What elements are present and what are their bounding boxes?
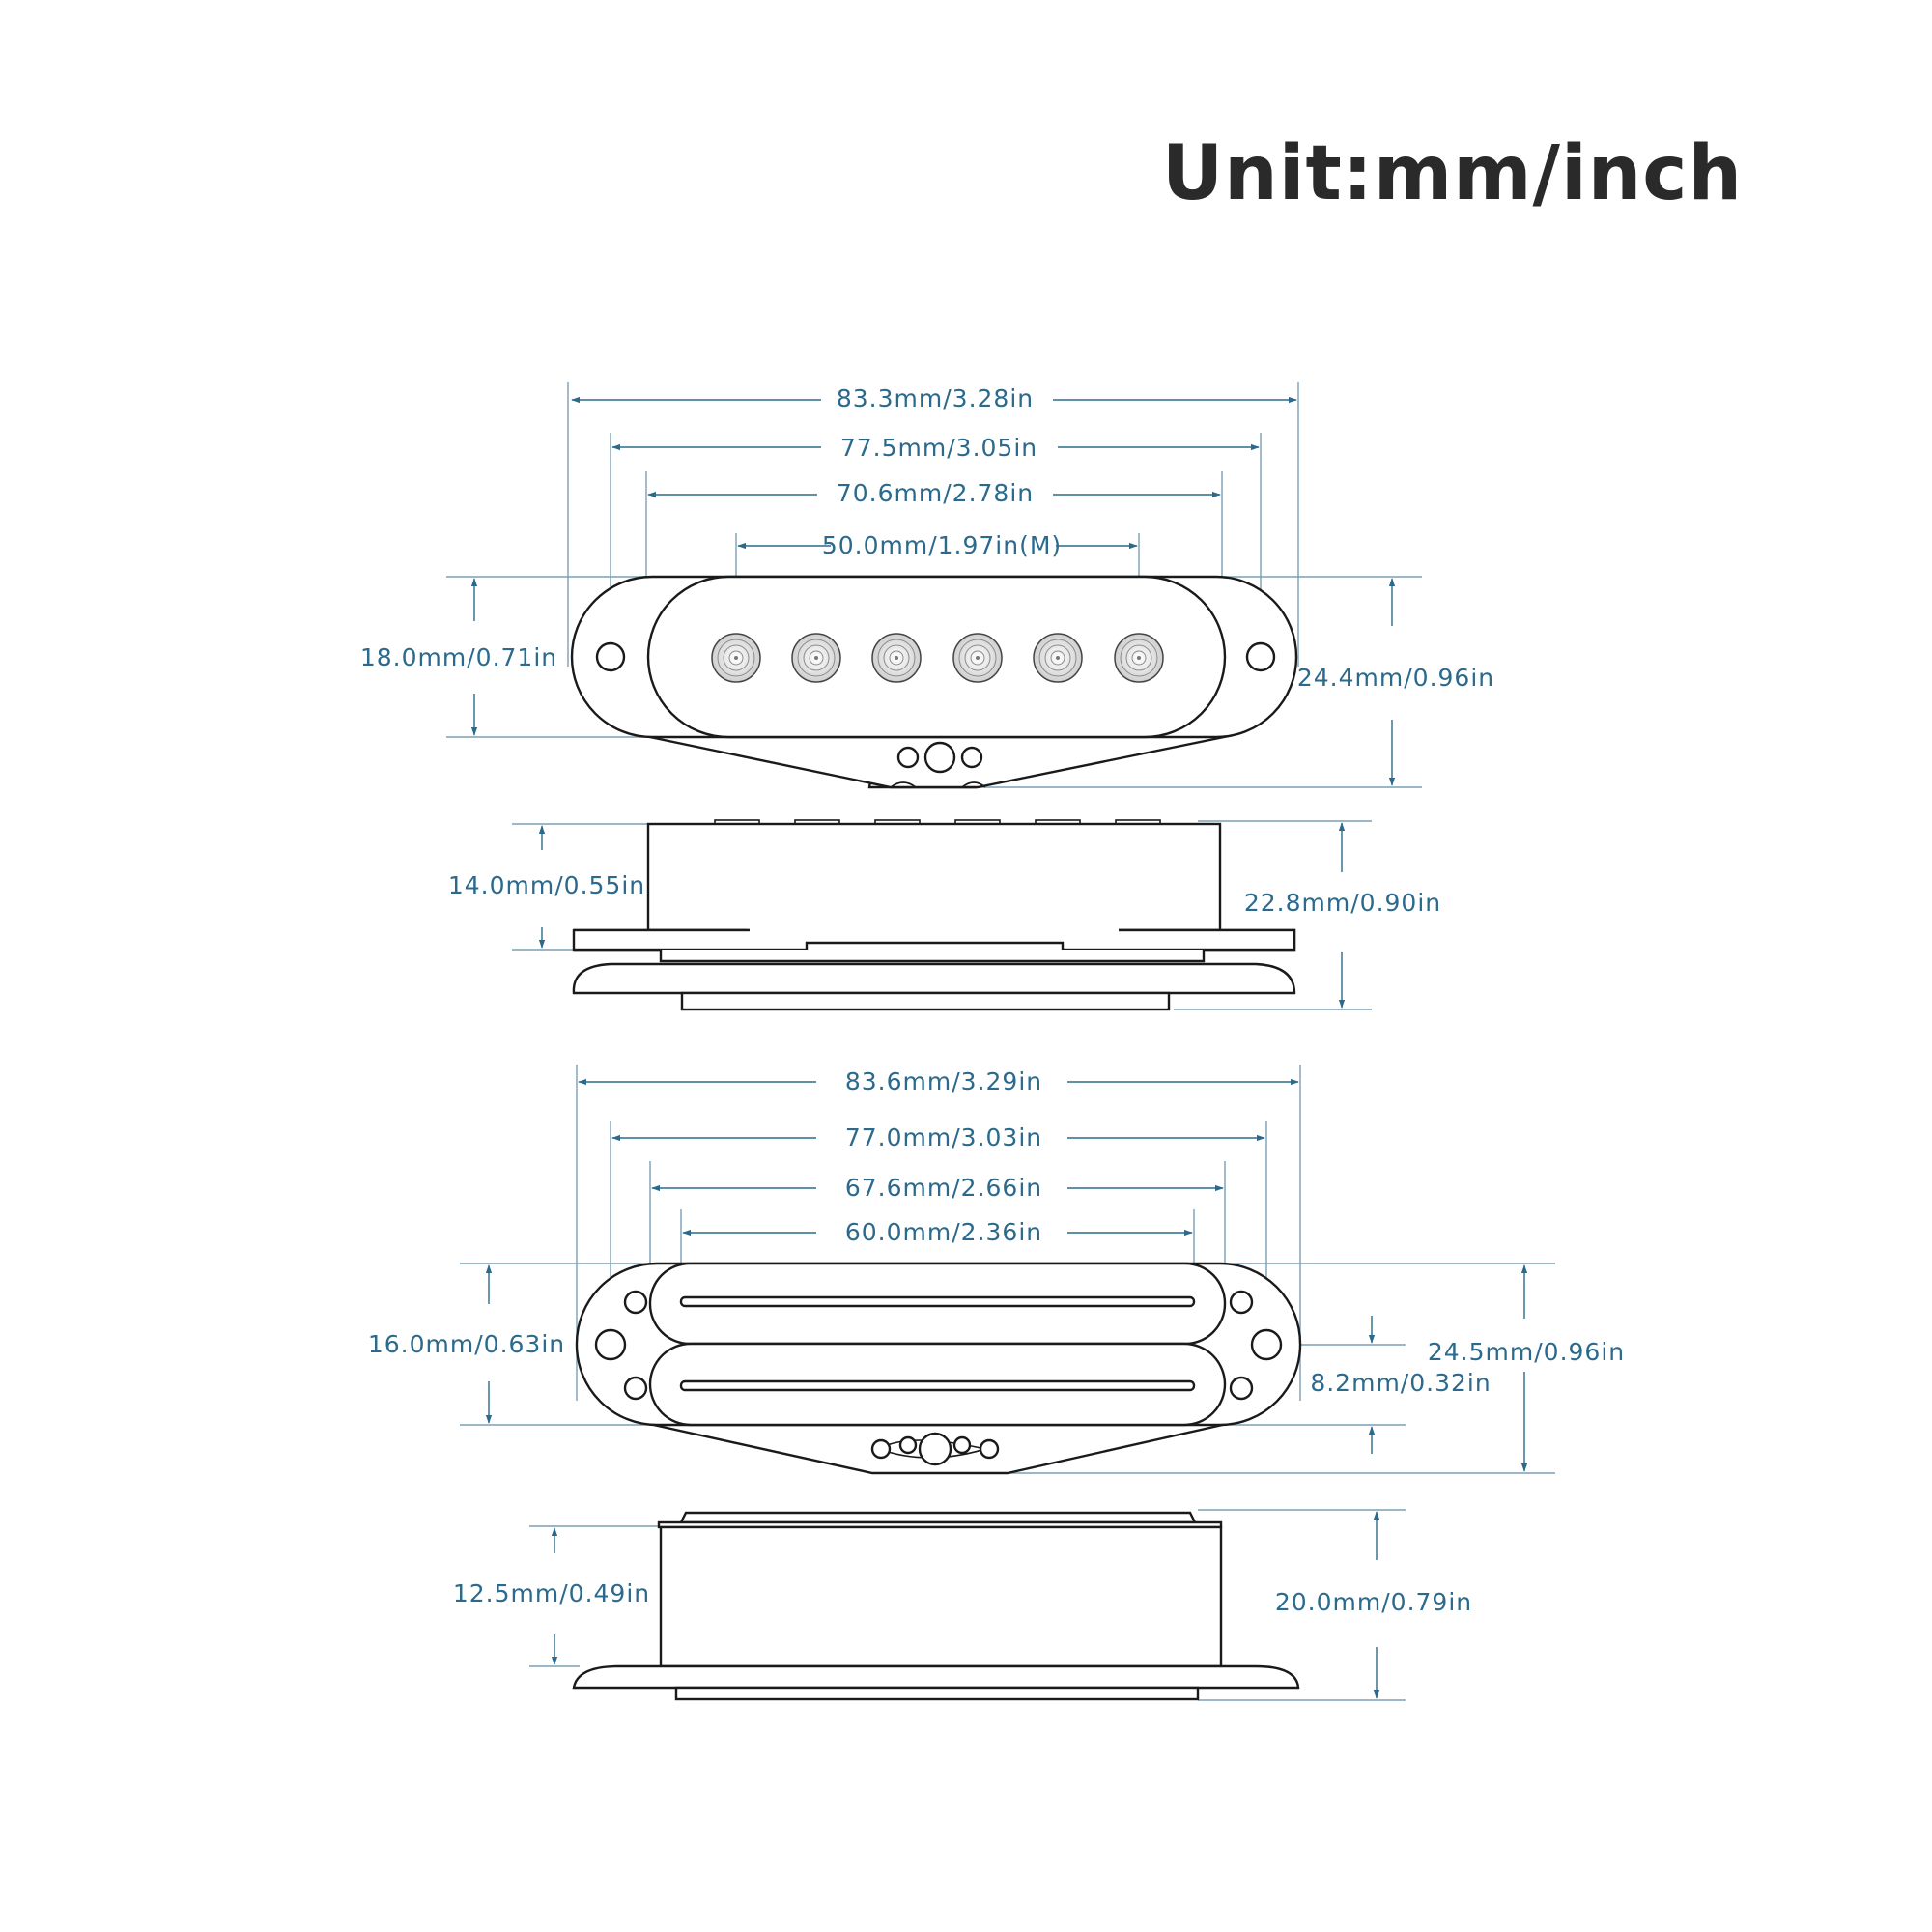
dim-width-overall: 83.6mm/3.29in (578, 1067, 1299, 1095)
rail-lower (679, 1379, 1196, 1392)
mount-hole-left (595, 641, 626, 672)
pole-piece (1033, 633, 1083, 683)
wire-hole-right (960, 746, 983, 769)
mount-hole-left (594, 1328, 627, 1361)
dim-width-overall: 83.3mm/3.28in (571, 384, 1297, 412)
dim-cover-width: 67.6mm/2.66in (651, 1174, 1224, 1202)
dim-label: 18.0mm/0.71in (360, 643, 557, 671)
dim-rail-spacing: 8.2mm/0.32in (1310, 1316, 1491, 1454)
dim-label: 16.0mm/0.63in (368, 1330, 565, 1358)
dim-label: 83.3mm/3.28in (837, 384, 1034, 412)
dim-rail-length: 60.0mm/2.36in (682, 1218, 1193, 1246)
rail-upper (679, 1295, 1196, 1308)
dim-label: 67.6mm/2.66in (845, 1174, 1042, 1202)
cover-side (646, 822, 1222, 932)
cover-side (659, 1525, 1223, 1668)
dim-label: 22.8mm/0.90in (1244, 889, 1441, 917)
pole-piece (871, 633, 922, 683)
dim-label: 8.2mm/0.32in (1310, 1369, 1491, 1397)
mount-hole-right (1245, 641, 1276, 672)
dim-label: 20.0mm/0.79in (1275, 1588, 1472, 1616)
dim-side-cover-height: 12.5mm/0.49in (453, 1527, 650, 1665)
wire-hole-center (923, 741, 956, 774)
dim-cover-height: 16.0mm/0.63in (368, 1264, 565, 1424)
dim-cover-height: 18.0mm/0.71in (360, 578, 557, 736)
dim-total-height: 24.4mm/0.96in (1297, 578, 1494, 786)
pole-piece (711, 633, 761, 683)
dim-pole-spacing: 50.0mm/1.97in(M) (737, 531, 1138, 559)
dim-side-total-height: 22.8mm/0.90in (1244, 822, 1441, 1009)
single-coil-top-view: 83.3mm/3.28in 77.5mm/3.05in 70.6mm/2.78i… (360, 382, 1494, 789)
dim-label: 70.6mm/2.78in (837, 479, 1034, 507)
dim-label: 83.6mm/3.29in (845, 1067, 1042, 1095)
dim-cover-width: 70.6mm/2.78in (647, 479, 1221, 507)
dim-label: 12.5mm/0.49in (453, 1579, 650, 1607)
pole-piece (791, 633, 841, 683)
dim-label: 50.0mm/1.97in(M) (822, 531, 1062, 559)
dim-mount-hole-spacing: 77.0mm/3.03in (611, 1123, 1265, 1151)
single-coil-side-view: 14.0mm/0.55in 22.8mm/0.90in (448, 819, 1441, 1011)
dim-label: 60.0mm/2.36in (845, 1218, 1042, 1246)
dim-label: 77.0mm/3.03in (845, 1123, 1042, 1151)
dim-label: 14.0mm/0.55in (448, 871, 645, 899)
wire-hole-left (896, 746, 920, 769)
pole-piece (1114, 633, 1164, 683)
dim-label: 24.5mm/0.96in (1428, 1338, 1625, 1366)
pickup-cover (646, 575, 1227, 739)
pole-piece (952, 633, 1003, 683)
dim-side-total-height: 20.0mm/0.79in (1275, 1511, 1472, 1699)
dim-side-cover-height: 14.0mm/0.55in (448, 825, 645, 949)
rail-humbucker-side-view: 12.5mm/0.49in 20.0mm/0.79in (453, 1509, 1472, 1701)
mount-hole-right (1250, 1328, 1283, 1361)
rail-humbucker-top-view: 83.6mm/3.29in 77.0mm/3.03in 67.6mm/2.66i… (368, 1065, 1625, 1475)
baseplate-side (572, 962, 1296, 995)
dim-label: 24.4mm/0.96in (1297, 664, 1494, 692)
dim-total-height: 24.5mm/0.96in (1428, 1264, 1625, 1472)
baseplate-side (572, 1664, 1300, 1690)
dim-mount-hole-spacing: 77.5mm/3.05in (611, 434, 1260, 462)
pole-pieces (711, 633, 1164, 683)
dim-label: 77.5mm/3.05in (840, 434, 1037, 462)
unit-title: Unit:mm/inch (1161, 130, 1743, 217)
